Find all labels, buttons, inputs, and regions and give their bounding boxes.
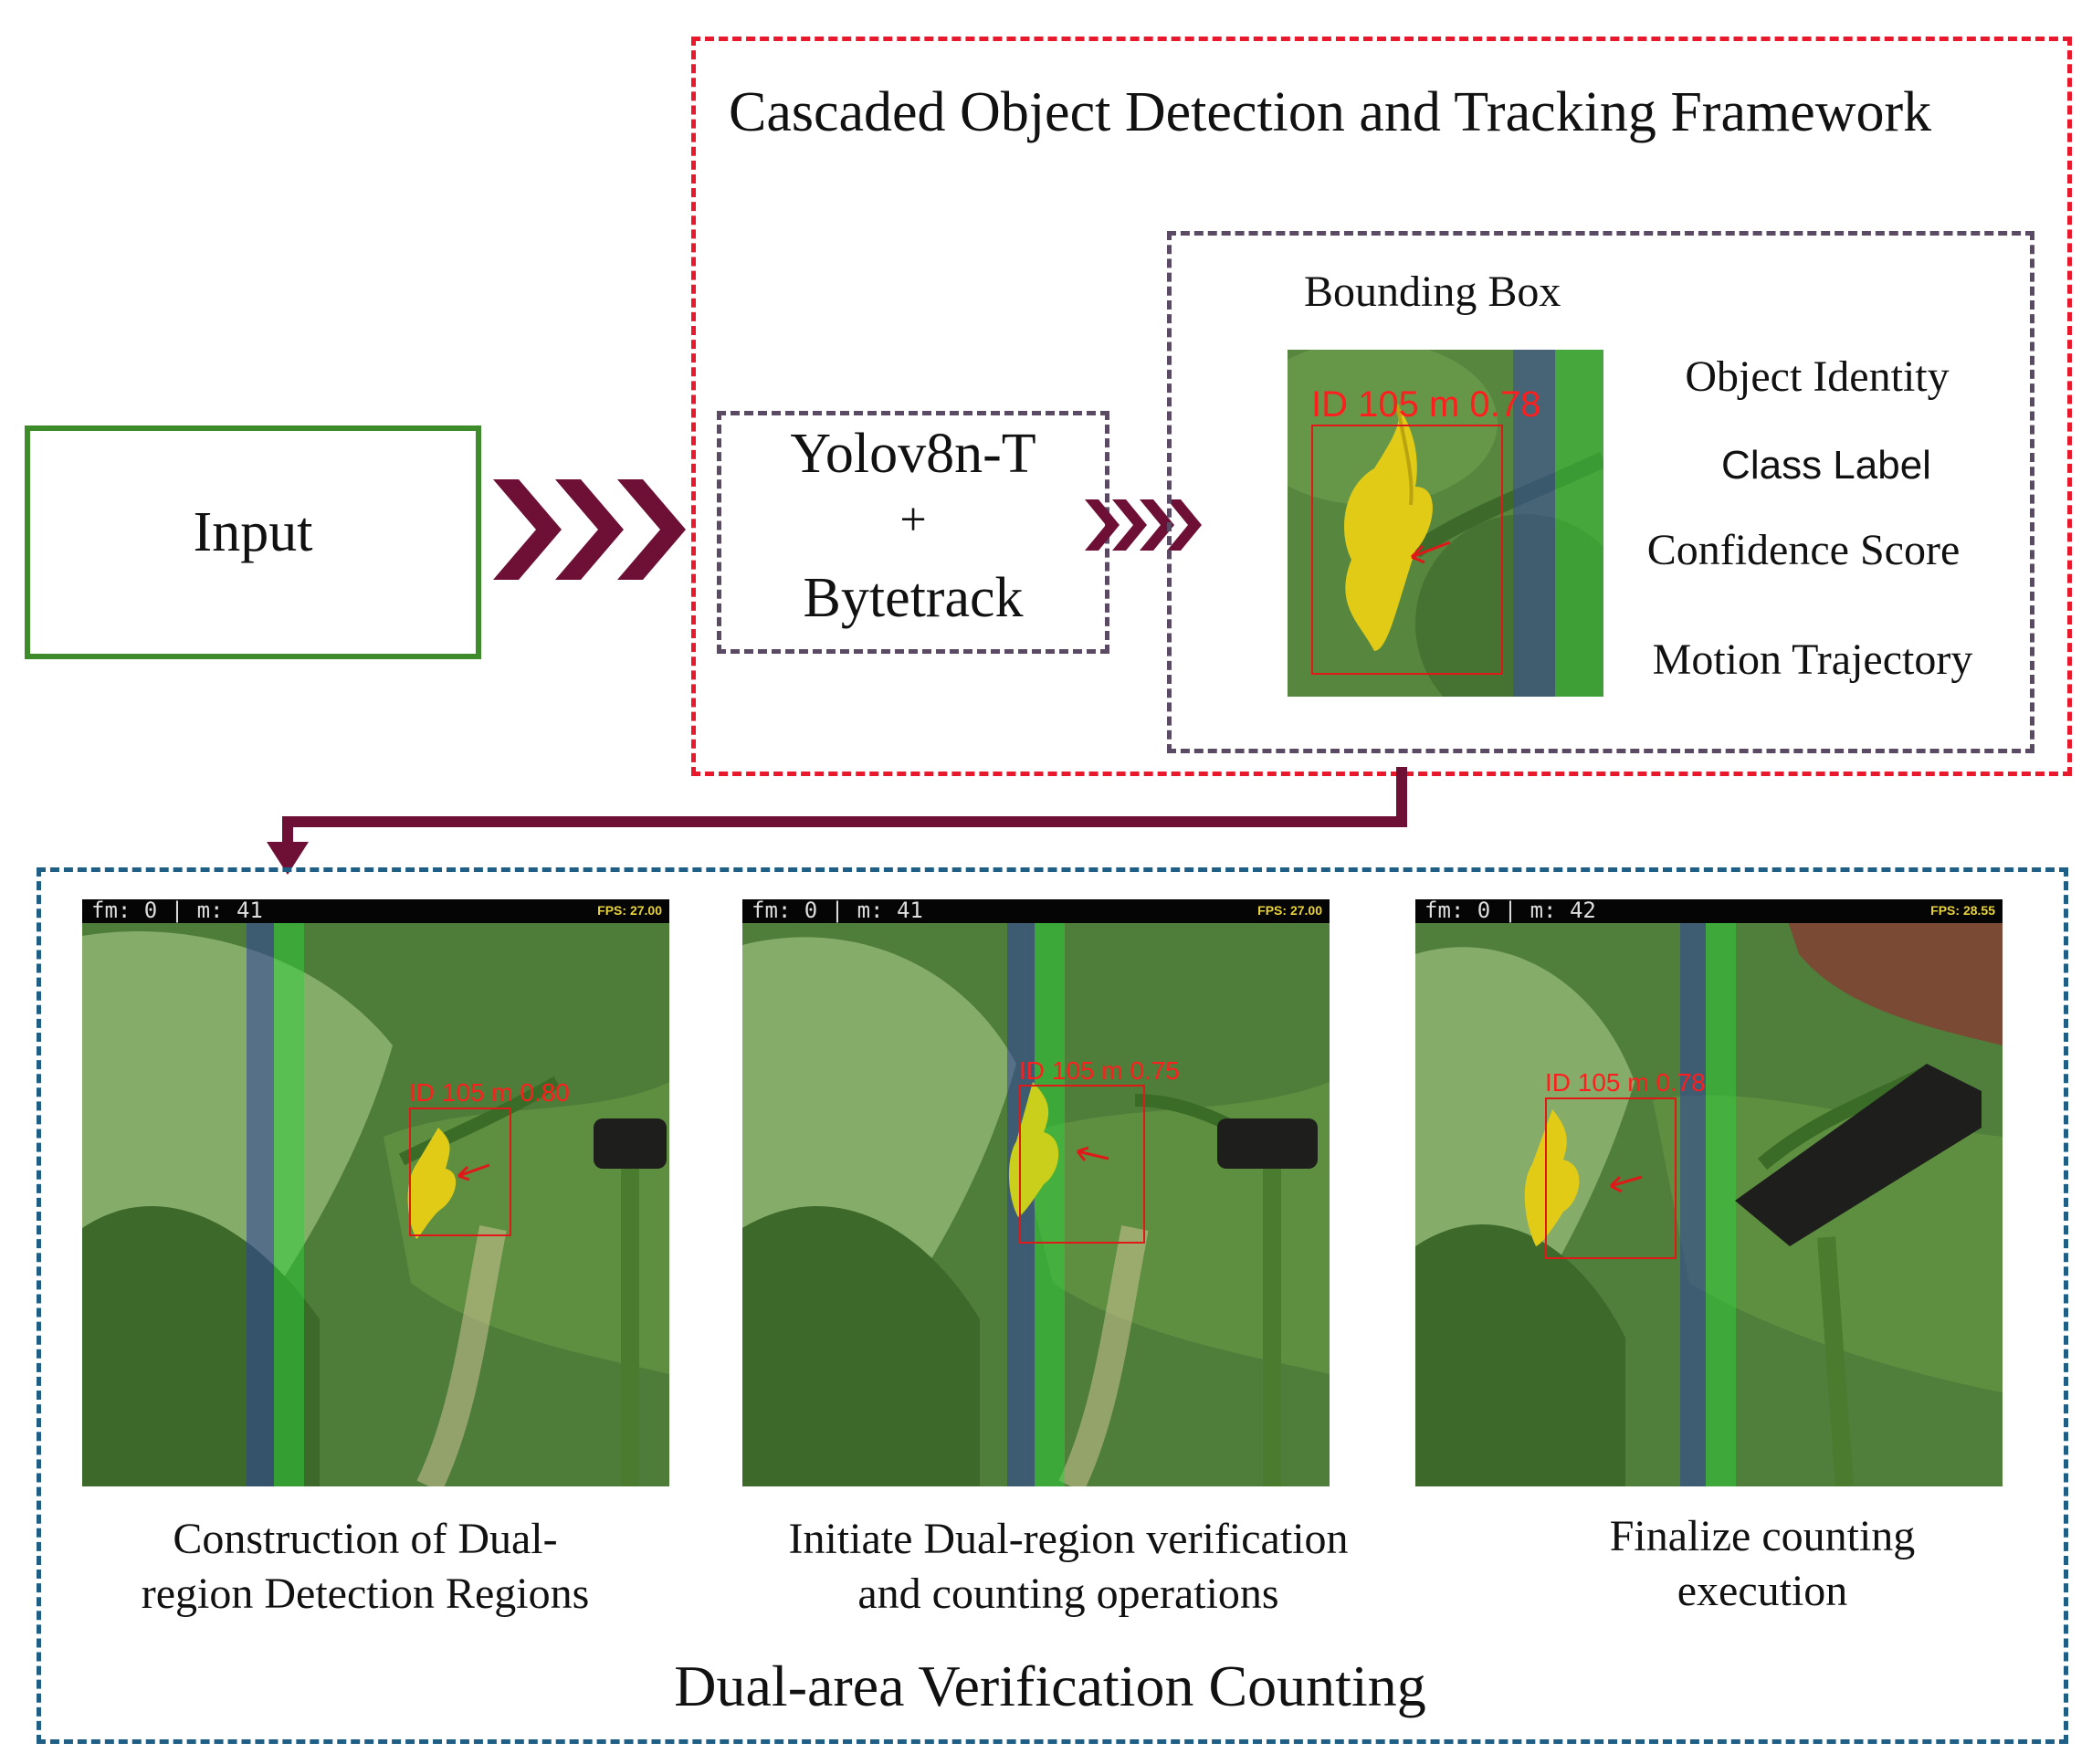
- frame-2-detection-label: ID 105 m 0.75: [1019, 1056, 1180, 1085]
- counting-title: Dual-area Verification Counting: [674, 1654, 1426, 1718]
- frame-2-hud-counter: fm: 0 | m: 41: [752, 899, 923, 923]
- trajectory-arrow-icon: [1410, 541, 1451, 564]
- framework-title: Cascaded Object Detection and Tracking F…: [729, 81, 1932, 143]
- frame-1-image: fm: 0 | m: 41 FPS: 27.00 ID 105 m 0.80: [82, 899, 669, 1486]
- frame-2-hud: fm: 0 | m: 41 FPS: 27.00: [742, 899, 1330, 923]
- frame-3-bounding-box: [1545, 1097, 1677, 1259]
- attribute-confidence-score: Confidence Score: [1646, 526, 1961, 574]
- framework-container: [691, 37, 2072, 776]
- frame-1-fps: FPS: 27.00: [597, 903, 662, 918]
- arrow-head-icon: [267, 842, 309, 875]
- input-label: Input: [193, 501, 313, 563]
- frame-1-caption-line-1: Construction of Dual-: [173, 1515, 558, 1563]
- model-name: Yolov8n-T: [790, 423, 1036, 485]
- counting-container: [37, 867, 2068, 1744]
- frame-3-detection-label: ID 105 m 0.78: [1545, 1068, 1706, 1097]
- model-chevron-arrow: [1085, 499, 1202, 551]
- attribute-class-label: Class Label: [1721, 443, 1931, 488]
- frame-2-bounding-box: [1019, 1085, 1145, 1244]
- connector-arrow: [267, 767, 1407, 875]
- frame-3-caption-line-1: Finalize counting: [1609, 1512, 1916, 1560]
- frame-2-caption-line-2: and counting operations: [857, 1570, 1279, 1618]
- frame-2-caption-line-1: Initiate Dual-region verification: [788, 1515, 1349, 1563]
- frame-3-image: fm: 0 | m: 42 FPS: 28.55 ID 105 m 0.78: [1415, 899, 2003, 1486]
- frame-1-hud: fm: 0 | m: 41 FPS: 27.00: [82, 899, 669, 923]
- frame-3-hud-counter: fm: 0 | m: 42: [1424, 899, 1596, 923]
- bounding-box-title: Bounding Box: [1304, 268, 1561, 316]
- frame-1-detection-label: ID 105 m 0.80: [409, 1078, 570, 1107]
- tracker-name: Bytetrack: [803, 567, 1024, 629]
- frame-1-hud-counter: fm: 0 | m: 41: [91, 899, 263, 923]
- frame-1-caption-line-2: region Detection Regions: [141, 1570, 590, 1618]
- frame-1-trajectory-arrow-icon: [457, 1163, 490, 1181]
- frame-2-image: fm: 0 | m: 41 FPS: 27.00 ID 105 m 0.75: [742, 899, 1330, 1486]
- detection-label: ID 105 m 0.78: [1311, 384, 1541, 425]
- frame-3-trajectory-arrow-icon: [1609, 1175, 1643, 1193]
- input-box: [25, 425, 481, 659]
- chevron-arrow-icon: [493, 479, 686, 580]
- model-plus: +: [899, 494, 927, 546]
- frame-3-hud: fm: 0 | m: 42 FPS: 28.55: [1415, 899, 2003, 923]
- frame-2-trajectory-arrow-icon: [1076, 1146, 1109, 1161]
- detection-preview-image: ID 105 m 0.78: [1288, 350, 1603, 697]
- detection-bounding-box: [1311, 425, 1503, 675]
- frame-2-fps: FPS: 27.00: [1257, 903, 1322, 918]
- frame-1-bounding-box: [409, 1108, 511, 1236]
- frame-3-caption-line-2: execution: [1677, 1567, 1848, 1615]
- chevron-arrow-icon: [1085, 499, 1202, 551]
- input-chevron-arrow: [493, 479, 686, 580]
- attribute-motion-trajectory: Motion Trajectory: [1652, 635, 1973, 684]
- output-box: [1167, 231, 2034, 753]
- attribute-object-identity: Object Identity: [1685, 352, 1950, 401]
- frame-3-fps: FPS: 28.55: [1930, 903, 1995, 918]
